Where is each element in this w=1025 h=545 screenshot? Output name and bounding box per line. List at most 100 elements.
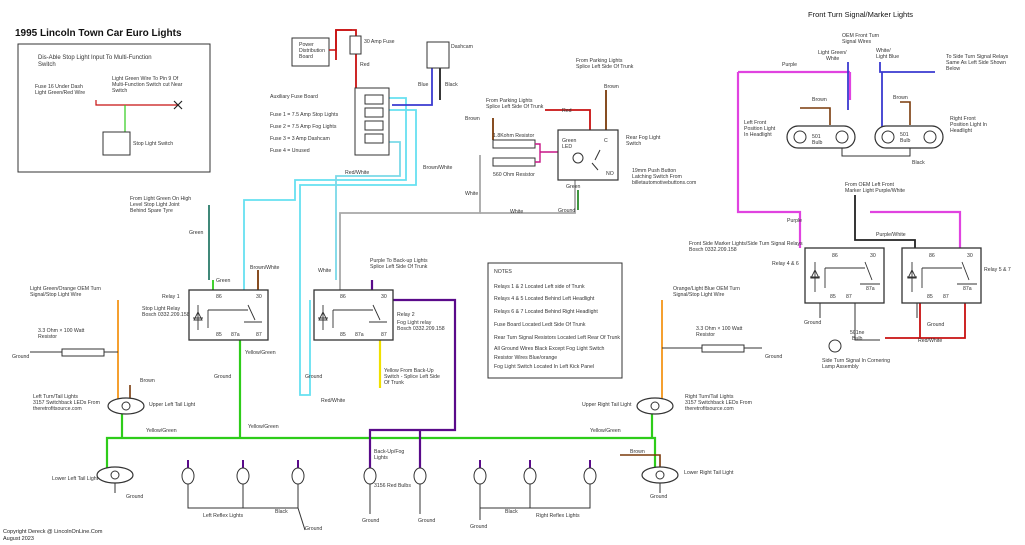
relay-4-6-box xyxy=(804,247,885,304)
right-reflex-3 xyxy=(583,467,597,485)
relay45-pin-86: 86 xyxy=(832,253,838,259)
wire-cyan-fuse-relay1 xyxy=(243,97,407,290)
wire-purple-bus xyxy=(368,298,457,468)
relay45-coil xyxy=(810,261,880,292)
front-brown: Brown xyxy=(812,97,827,103)
front-purple-white: Purple/White xyxy=(876,232,906,238)
fog-switch-label-1: Rear Fog Light xyxy=(626,135,661,141)
relay2-box xyxy=(313,289,394,341)
fuse-3-label: Fuse 3 = 3 Amp Dashcam xyxy=(270,136,330,142)
notes-box: NOTES Relays 1 & 2 Located Left side of … xyxy=(487,262,623,379)
fuse-2-label: Fuse 2 = 7.5 Amp Fog Lights xyxy=(270,124,337,130)
wire-white-fog xyxy=(339,155,481,290)
parking-left-2: Splice Left Side Of Trunk xyxy=(486,104,544,110)
aux-fuse-3 xyxy=(364,120,384,131)
lgw-2: White xyxy=(826,56,839,62)
left-pos-1: Left Front xyxy=(744,120,767,126)
copyright-line1: Copyright Dereck @ LincolnOnLine.Com xyxy=(3,529,103,535)
inset-frame xyxy=(17,43,211,173)
left-reflex-1 xyxy=(181,467,195,485)
relay45-pin-87: 87 xyxy=(846,294,852,300)
relay1-src-3: Behind Spare Tyre xyxy=(130,208,173,214)
left-reflex-purple xyxy=(187,460,299,468)
switch-contacts xyxy=(591,149,601,171)
relay2-name-1: Fog Light relay xyxy=(397,320,432,326)
relay1-src-1: From Light Green On High xyxy=(130,196,191,202)
push-button-3: billetautomotivebuttons.com xyxy=(632,180,696,186)
front-black-wire xyxy=(841,148,911,157)
fuse-1-label: Fuse 1 = 7.5 Amp Stop Lights xyxy=(270,112,339,118)
relay1-coil xyxy=(193,304,262,330)
relay45-pin-30: 30 xyxy=(870,253,876,259)
inset-box: Dis-Able Stop Light Input To Multi-Funct… xyxy=(17,43,211,173)
oem-marker-1: From OEM Left Front xyxy=(845,182,895,188)
relay1-name-2: Bosch 0332.209.158 xyxy=(142,312,190,318)
relay2-yellow-2: Switch - Splice Left Side xyxy=(384,374,440,380)
rear-left-wire-1: Light Green/Orange OEM Turn xyxy=(30,286,101,292)
rear-right-brown-wire xyxy=(620,454,661,468)
fog-switch-label-2: Switch xyxy=(626,141,641,147)
relay2-label: Relay 2 xyxy=(397,312,415,318)
side-marker-1: Front Side Marker Lights/Side Turn Signa… xyxy=(689,241,803,247)
rear-right-wire-2: Signal/Stop Light Wire xyxy=(673,292,724,298)
rear-left-tail-2: 3157 Switchback LEDs From xyxy=(33,400,100,406)
note-4: Fuse Board Located Ledt Side Of Trunk xyxy=(494,322,586,328)
relay57-pin-87a: 87a xyxy=(963,286,972,292)
lgw-1: Light Green/ xyxy=(818,50,847,56)
inset-wire-note2: Multi-Function Switch cut Near xyxy=(112,82,183,88)
notes-title: NOTES xyxy=(494,269,512,275)
aux-fuse-4 xyxy=(364,133,384,144)
relay1-green: Green xyxy=(189,230,204,236)
front-brown2: Brown xyxy=(893,95,908,101)
wire-red-fog xyxy=(545,109,591,130)
relay1-name-1: Stop Light Relay xyxy=(142,306,180,312)
front-purple2: Purple xyxy=(787,218,802,224)
rear-right-ground: Ground xyxy=(765,354,782,360)
relay1-ground: Ground xyxy=(214,374,231,380)
note-6: All Ground Wires Black Except Fog Light … xyxy=(494,346,605,352)
upper-right-tail-bulb xyxy=(650,401,660,411)
inset-fuse-label2: Light Green/Red Wire xyxy=(35,90,85,96)
relay2-name-2: Bosch 0332.209.158 xyxy=(397,326,445,332)
fog-brown-left: Brown xyxy=(465,116,480,122)
relay45-pin-85: 85 xyxy=(830,294,836,300)
green-led xyxy=(572,152,584,164)
bulb1-a: 501 xyxy=(812,134,821,140)
left-position-lamp xyxy=(786,125,856,149)
side-turn-2: Lamp Assembly xyxy=(822,364,859,370)
bottom-lights: Left Reflex Lights Black Ground Back-Up/… xyxy=(181,449,597,532)
parking-top-2: Splice Left Side Of Trunk xyxy=(576,64,634,70)
rear-right: Orange/Light Blue OEM Turn Signal/Stop L… xyxy=(582,286,782,500)
note-2: Relays 4 & 5 Located Behind Left Headlig… xyxy=(494,296,595,302)
rear-right-lower: Lower Right Tail Light xyxy=(684,470,734,476)
relay2-white: White xyxy=(318,268,331,274)
fog-red-label: Red xyxy=(562,108,572,114)
upper-left-tail-bulb xyxy=(121,401,131,411)
relay1-pin-87a: 87a xyxy=(231,332,240,338)
bulb3-a: 501ne xyxy=(850,330,865,336)
bulb2-a: 501 xyxy=(900,132,909,138)
rear-left-ground2: Ground xyxy=(126,494,143,500)
relay57-pin-30: 30 xyxy=(967,253,973,259)
rear-right-res-1: 3.3 Ohm × 100 Watt xyxy=(696,326,743,332)
lower-left-tail-bulb xyxy=(110,470,120,480)
parking-left-1: From Parking Lights xyxy=(486,98,533,104)
left-reflex-label: Left Reflex Lights xyxy=(203,513,243,519)
pdb-label1: Power xyxy=(299,42,314,48)
relay2-ground: Ground xyxy=(305,374,322,380)
rear-right-brown: Brown xyxy=(630,449,645,455)
fuse-30a xyxy=(349,35,362,55)
relay1-green2: Green xyxy=(216,278,231,284)
front-ground2: Ground xyxy=(927,322,944,328)
relay57-pin-87: 87 xyxy=(943,294,949,300)
left-position-bulb-a xyxy=(793,130,807,144)
fog-switch-area: From Parking Lights Splice Left Side Of … xyxy=(465,58,696,215)
stop-light-switch-box xyxy=(102,131,131,156)
fog-switch-box xyxy=(557,129,619,181)
side-relays-2: Same As Left Side Shown xyxy=(946,60,1006,66)
front-header: Front Turn Signal/Marker Lights xyxy=(808,10,913,19)
inset-title-line1: Dis-Able Stop Light Input To Multi-Funct… xyxy=(38,55,152,61)
backup-label-1: Back-Up/Fog xyxy=(374,449,404,455)
brown-white-fuse-label: Brown/White xyxy=(423,165,453,171)
aux-fuse-1 xyxy=(364,94,384,105)
